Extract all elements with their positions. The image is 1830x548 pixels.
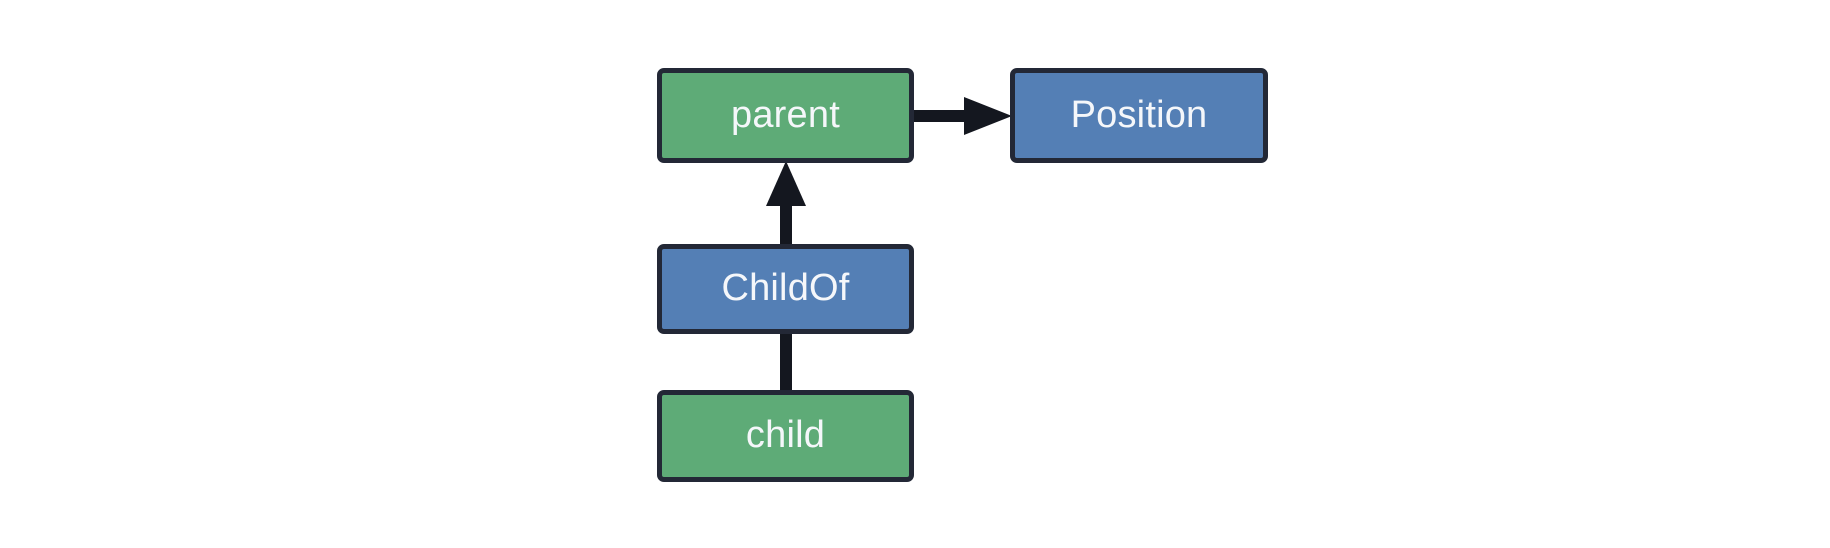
node-child[interactable]: child: [657, 390, 914, 482]
node-position-label: Position: [1070, 93, 1208, 136]
node-child-label: child: [745, 414, 826, 456]
node-childof-label: ChildOf: [721, 267, 850, 309]
node-position[interactable]: Position: [1010, 68, 1268, 163]
node-parent[interactable]: parent: [657, 68, 914, 163]
edge-parent-to-position: [906, 96, 1018, 136]
node-parent-label: parent: [731, 93, 840, 136]
edge-child-to-childof: [778, 330, 794, 394]
edge-childof-to-parent: [762, 158, 810, 250]
node-childof[interactable]: ChildOf: [657, 244, 914, 334]
